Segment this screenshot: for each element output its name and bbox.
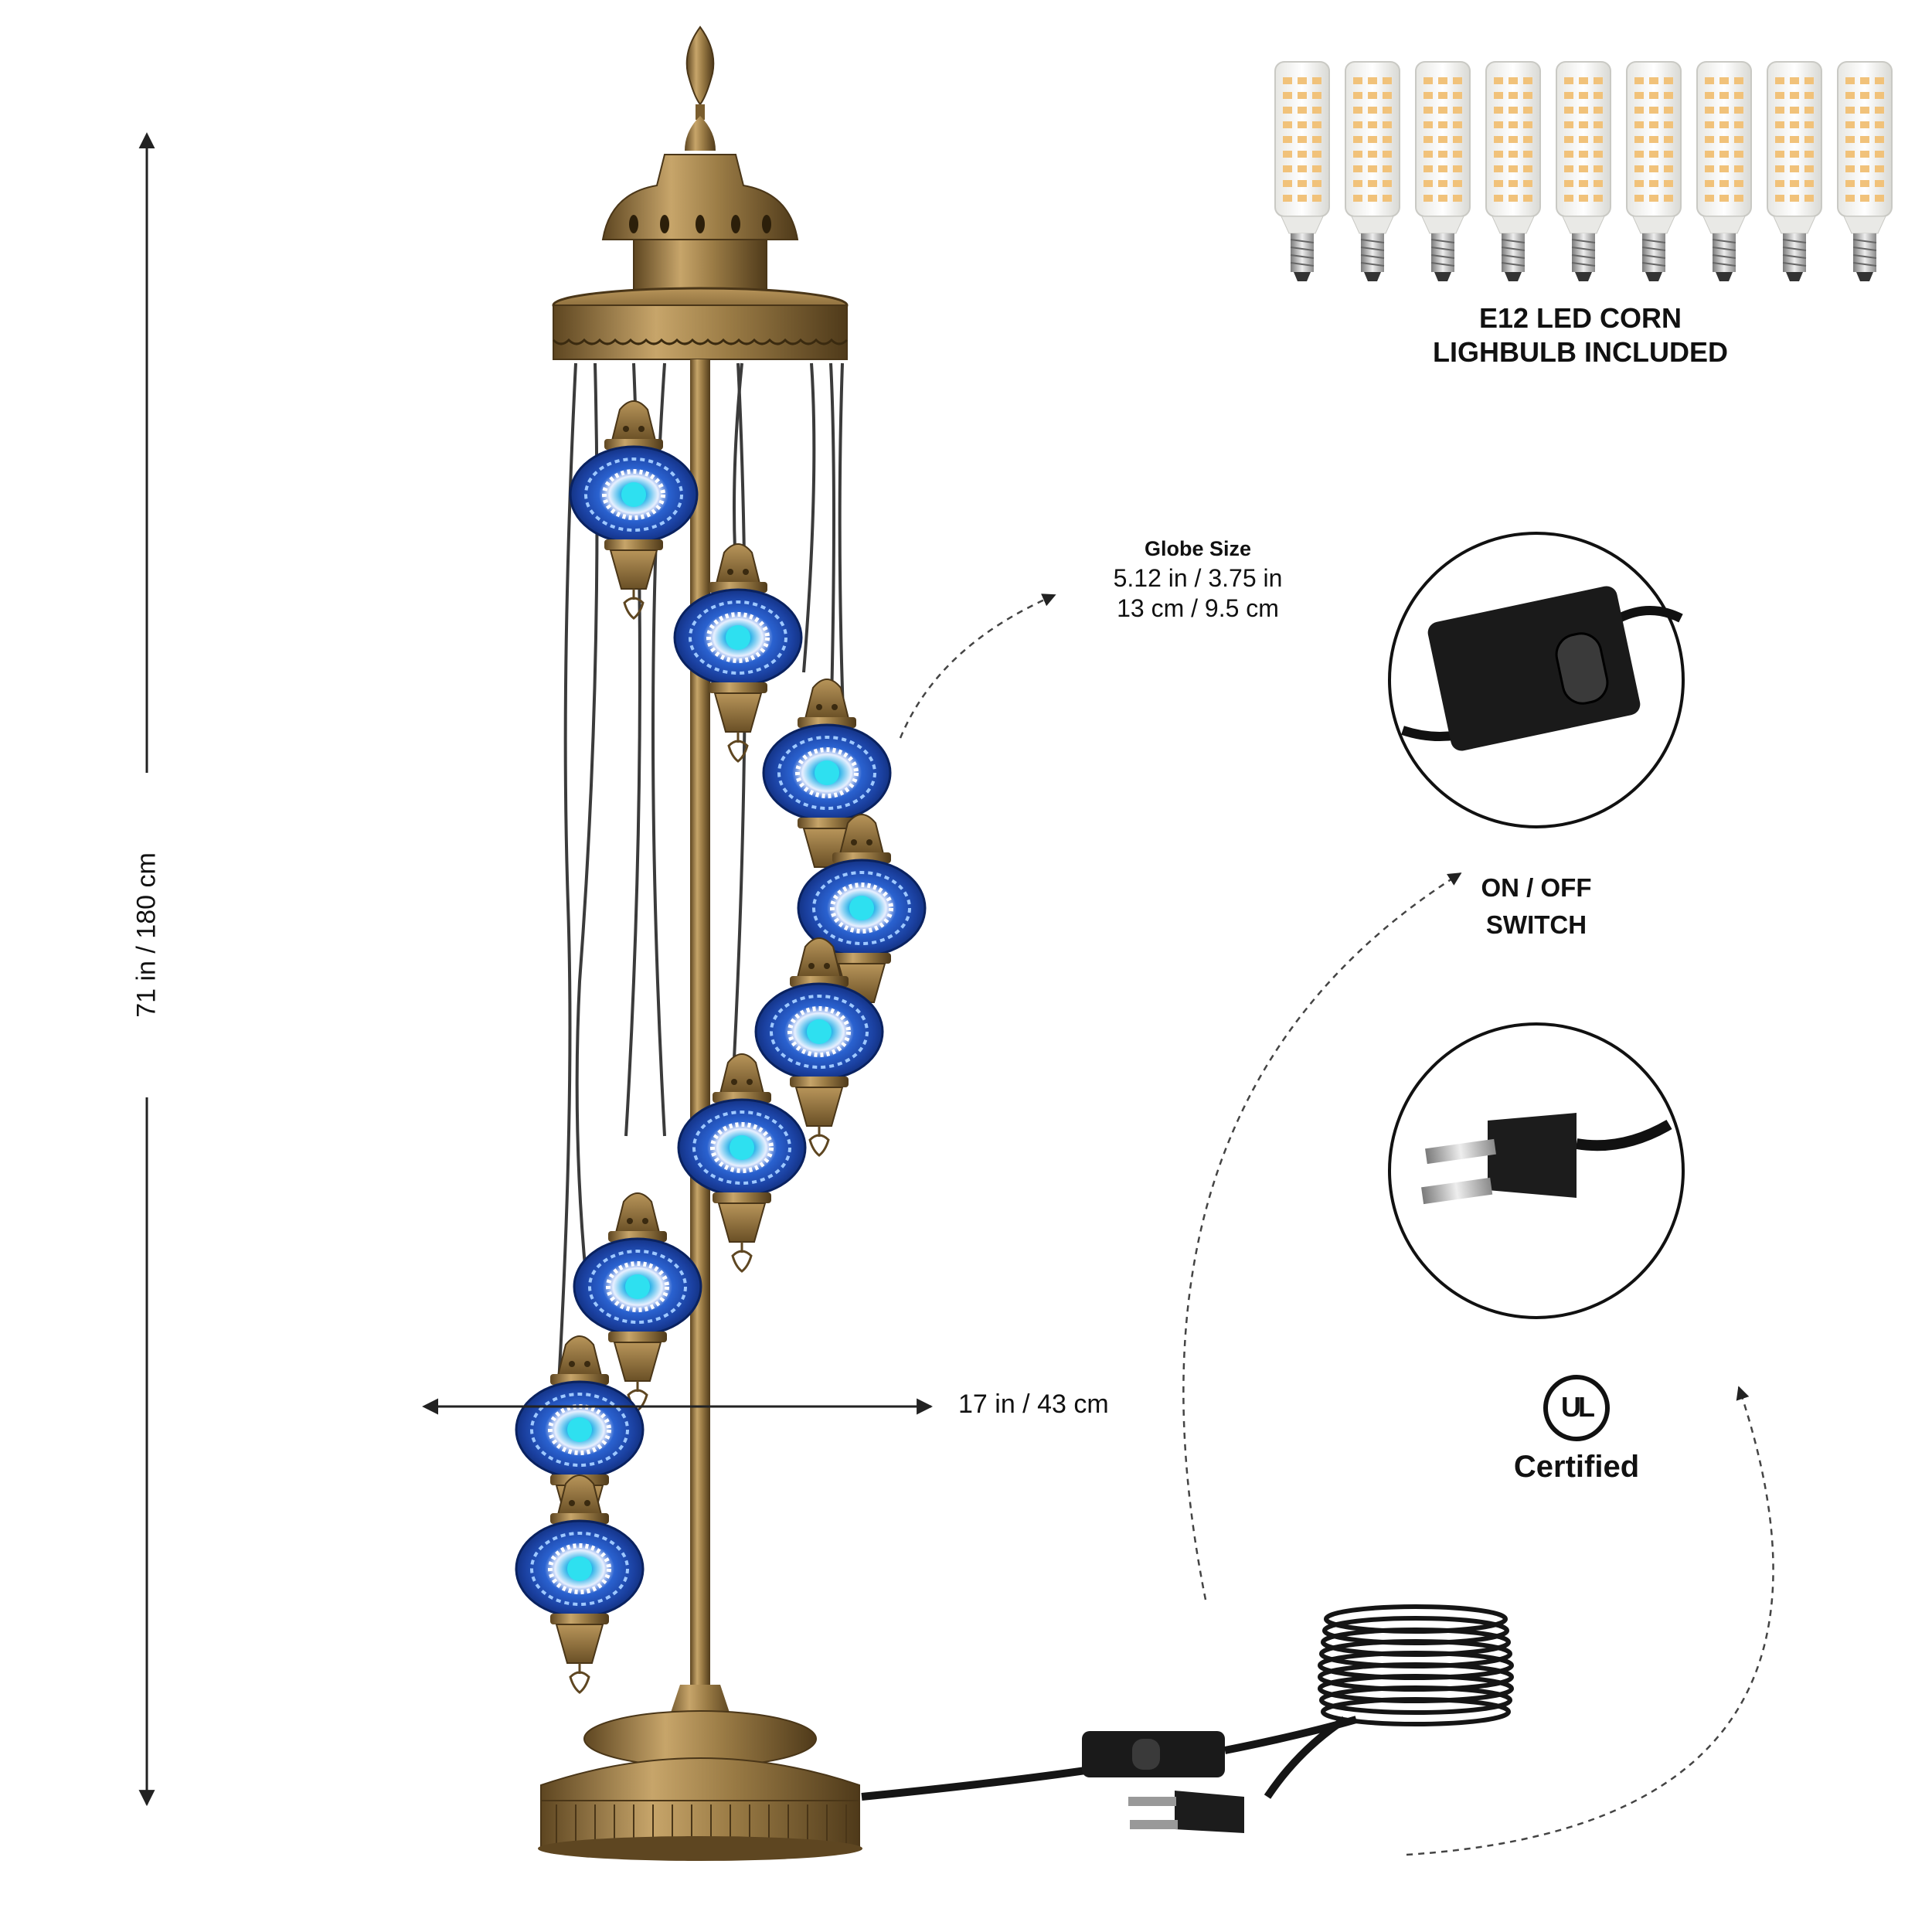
switch-label-line1: ON / OFF bbox=[1481, 873, 1592, 902]
led-bulb bbox=[1485, 61, 1541, 281]
led-bulb bbox=[1696, 61, 1752, 281]
switch-label-line2: SWITCH bbox=[1485, 910, 1587, 939]
certified-label: Certified bbox=[1513, 1450, 1640, 1484]
bulb-caption-line1: E12 LED CORN bbox=[1478, 302, 1682, 334]
globe-size-cm: 13 cm / 9.5 cm bbox=[1117, 594, 1279, 622]
mosaic-globe bbox=[570, 401, 697, 618]
ul-arrow bbox=[1406, 1386, 1774, 1856]
globe-size-arrow bbox=[899, 594, 1056, 739]
power-cord bbox=[861, 1604, 1514, 1833]
lamp-pole bbox=[690, 359, 710, 1689]
bulb-caption: E12 LED CORN LIGHBULB INCLUDED bbox=[1271, 301, 1889, 369]
lamp-dome bbox=[601, 154, 799, 240]
height-label: 71 in / 180 cm bbox=[131, 852, 162, 1018]
switch-arrow bbox=[1182, 872, 1462, 1600]
led-bulb bbox=[1415, 61, 1471, 281]
led-bulb bbox=[1626, 61, 1682, 281]
globe-size-inches: 5.12 in / 3.75 in bbox=[1113, 564, 1283, 592]
bulb-caption-line2: LIGHBULB INCLUDED bbox=[1433, 336, 1728, 368]
floor-lamp bbox=[516, 26, 925, 1861]
led-bulb bbox=[1837, 61, 1893, 281]
plug-callout-circle bbox=[1388, 1022, 1685, 1319]
ul-mark-text: UL bbox=[1561, 1391, 1595, 1423]
width-label: 17 in / 43 cm bbox=[958, 1389, 1109, 1419]
lamp-finial bbox=[685, 26, 715, 106]
switch-label: ON / OFF SWITCH bbox=[1459, 869, 1614, 944]
switch-callout-circle bbox=[1388, 532, 1685, 828]
led-bulb-row bbox=[1274, 61, 1893, 281]
mosaic-globe bbox=[516, 1475, 643, 1692]
led-bulb bbox=[1274, 61, 1330, 281]
led-bulb bbox=[1556, 61, 1611, 281]
ul-logo bbox=[1543, 1375, 1610, 1441]
led-bulb bbox=[1767, 61, 1822, 281]
led-bulb bbox=[1345, 61, 1400, 281]
globe-size-block: Globe Size 5.12 in / 3.75 in 13 cm / 9.5… bbox=[1059, 537, 1337, 623]
globe-size-title: Globe Size bbox=[1144, 537, 1252, 560]
